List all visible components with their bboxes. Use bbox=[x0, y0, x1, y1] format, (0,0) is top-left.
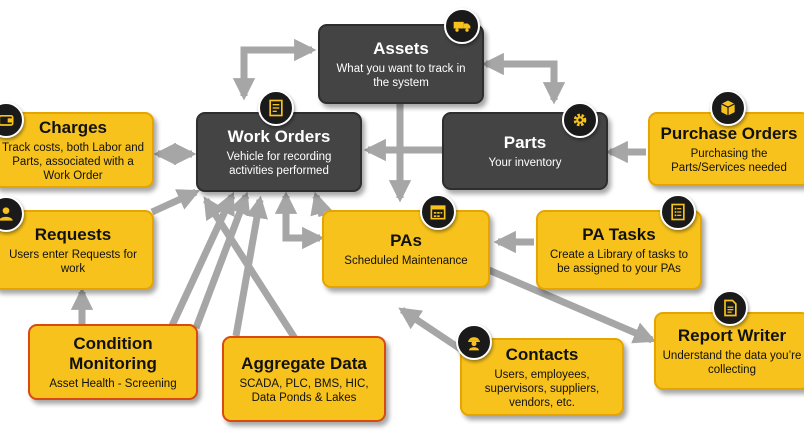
arrow-aggregate-workorders-2 bbox=[192, 191, 251, 330]
node-title: PAs bbox=[390, 230, 422, 250]
arrow-requests-workorders bbox=[150, 188, 201, 216]
node-title: Assets bbox=[373, 38, 429, 58]
node-desc: Asset Health - Screening bbox=[49, 377, 177, 390]
worker-icon bbox=[456, 324, 492, 360]
node-charges: Charges Track costs, both Labor and Part… bbox=[0, 112, 154, 188]
node-pas: PAs Scheduled Maintenance bbox=[322, 210, 490, 288]
node-desc: Your inventory bbox=[488, 156, 562, 169]
arrow-assets-parts bbox=[481, 52, 566, 105]
node-desc: SCADA, PLC, BMS, HIC, Data Ponds & Lakes bbox=[239, 377, 369, 404]
node-title: Purchase Orders bbox=[660, 123, 798, 143]
node-desc: What you want to track in the system bbox=[336, 62, 466, 89]
node-title: Contacts bbox=[505, 344, 579, 364]
arrow-aggregate-workorders-3 bbox=[232, 195, 268, 337]
node-desc: Users enter Requests for work bbox=[9, 248, 137, 275]
node-requests: Requests Users enter Requests for work bbox=[0, 210, 154, 290]
node-desc: Purchasing the Parts/Services needed bbox=[671, 147, 787, 174]
node-title: Requests bbox=[34, 224, 112, 244]
node-desc: Understand the data you’re collecting bbox=[662, 349, 802, 376]
node-title: Report Writer bbox=[677, 325, 787, 345]
arrow-assets-workorders bbox=[232, 38, 317, 101]
node-title: Aggregate Data bbox=[241, 353, 367, 373]
node-title: PA Tasks bbox=[582, 224, 656, 244]
node-desc: Scheduled Maintenance bbox=[344, 254, 468, 267]
calendar-icon bbox=[420, 194, 456, 230]
node-purchase-orders: Purchase Orders Purchasing the Parts/Ser… bbox=[648, 112, 804, 186]
node-desc: Create a Library of tasks to be assigned… bbox=[549, 248, 689, 275]
node-desc: Vehicle for recording activities perform… bbox=[226, 150, 332, 177]
gear-icon bbox=[562, 102, 598, 138]
arrow-pas-workorders bbox=[274, 191, 325, 250]
node-aggregate-data: Aggregate Data SCADA, PLC, BMS, HIC, Dat… bbox=[222, 336, 386, 422]
package-icon bbox=[710, 90, 746, 126]
node-title: Parts bbox=[503, 132, 547, 152]
report-icon bbox=[712, 290, 748, 326]
node-title: Work Orders bbox=[227, 126, 331, 146]
node-desc: Track costs, both Labor and Parts, assoc… bbox=[1, 141, 145, 182]
arrow-pas-reportwriter bbox=[482, 264, 657, 344]
document-icon bbox=[258, 90, 294, 126]
node-desc: Users, employees, supervisors, suppliers… bbox=[484, 368, 600, 409]
node-title: Charges bbox=[38, 117, 108, 137]
node-title: Condition Monitoring bbox=[69, 333, 157, 373]
checklist-icon bbox=[660, 194, 696, 230]
arrow-pas-workorders-diag bbox=[310, 191, 332, 218]
arrow-contacts-pas bbox=[398, 307, 464, 353]
truck-icon bbox=[444, 8, 480, 44]
node-condition-monitoring: Condition Monitoring Asset Health - Scre… bbox=[28, 324, 198, 400]
node-assets: Assets What you want to track in the sys… bbox=[318, 24, 484, 104]
